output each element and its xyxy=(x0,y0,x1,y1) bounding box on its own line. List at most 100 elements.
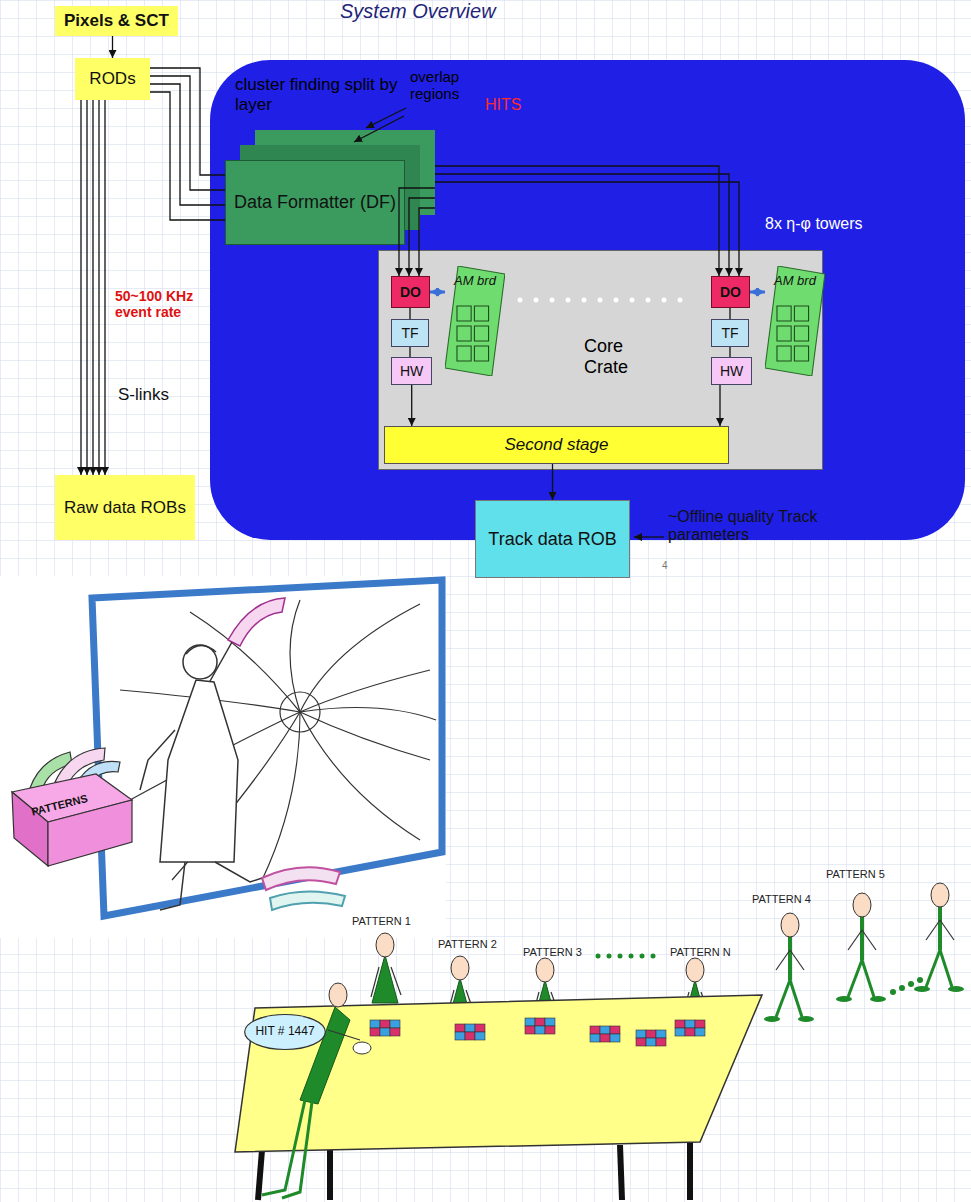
hit-paper xyxy=(353,1042,371,1054)
am-chip xyxy=(794,326,808,341)
figure-stroke xyxy=(862,960,874,997)
am-chip xyxy=(474,306,488,321)
pattern-card xyxy=(600,1026,610,1034)
pattern-card xyxy=(545,1026,555,1034)
pattern-card xyxy=(590,1034,600,1042)
leader-arrows xyxy=(354,108,664,537)
am-chip xyxy=(474,326,488,341)
hw-box: HW xyxy=(711,357,752,385)
pattern-card xyxy=(370,1020,380,1028)
pattern-card xyxy=(465,1024,475,1032)
connector xyxy=(81,100,105,475)
figure-stroke xyxy=(870,996,886,1002)
do-box: DO xyxy=(391,276,430,308)
figure-stroke xyxy=(914,986,930,992)
figure-stroke xyxy=(788,937,792,980)
pattern-card xyxy=(535,1026,545,1034)
speech-bubble: HIT # 1447 xyxy=(243,1013,327,1051)
pattern-card xyxy=(646,1030,656,1038)
table-leg xyxy=(687,1140,693,1200)
node-text: AM brd xyxy=(771,274,819,289)
person-head xyxy=(376,933,394,957)
pattern-card xyxy=(545,1018,555,1026)
tf-box: TF xyxy=(711,319,749,347)
connector-line xyxy=(112,36,113,58)
pattern-card xyxy=(525,1018,535,1026)
ellipsis-dots xyxy=(596,954,601,959)
connector-line xyxy=(409,198,435,276)
pattern-label: PATTERN 1 xyxy=(352,915,432,928)
figure-stroke xyxy=(836,996,852,1002)
figure-stroke xyxy=(938,907,942,950)
figure-stroke xyxy=(862,930,876,950)
pattern-card xyxy=(370,1028,380,1036)
connector-line xyxy=(435,174,729,276)
annotation-label: 4 xyxy=(662,560,682,572)
ellipsis-dots xyxy=(607,954,612,959)
connector xyxy=(410,347,411,357)
annotation-label: 50~100 KHz event rate xyxy=(115,288,195,320)
pattern-card xyxy=(390,1020,400,1028)
connector-line xyxy=(150,76,225,190)
connector-line xyxy=(399,188,435,276)
pattern-card xyxy=(685,1020,695,1028)
table-leg xyxy=(620,1145,622,1200)
figure-stroke xyxy=(391,967,401,995)
figure-stroke xyxy=(940,920,954,940)
node-text: HITS xyxy=(485,96,545,114)
slide-title: System Overview xyxy=(340,0,496,23)
detector-box: Pixels & SCT xyxy=(55,6,178,36)
pattern-card xyxy=(675,1028,685,1036)
pattern-card xyxy=(695,1020,705,1028)
am-chip xyxy=(777,326,791,341)
pattern-card xyxy=(455,1032,465,1040)
person-head xyxy=(329,983,347,1007)
people-figures xyxy=(235,883,964,1200)
am-chip xyxy=(457,346,471,361)
node-text: RODs xyxy=(86,69,138,89)
pattern-card xyxy=(475,1024,485,1032)
node-text: cluster finding split by layer xyxy=(235,75,400,114)
node-text: Data Formatter (DF) xyxy=(231,192,399,213)
pattern-label: PATTERN 5 xyxy=(826,868,906,881)
pattern-card xyxy=(525,1026,535,1034)
am-board: AM brd xyxy=(765,266,825,376)
am-chip xyxy=(457,306,471,321)
connector-line xyxy=(419,208,435,276)
connector-line xyxy=(729,347,730,357)
am-board: AM brd xyxy=(445,266,505,376)
rod-box: RODs xyxy=(75,58,150,100)
track-rob-box: Track data ROB xyxy=(475,500,630,578)
screen-figure xyxy=(92,580,442,916)
figure-stroke xyxy=(776,980,790,1017)
pattern-card xyxy=(610,1034,620,1042)
ellipsis-dots xyxy=(651,954,656,959)
connector-line xyxy=(552,464,553,500)
node-text: TF xyxy=(718,325,741,341)
connector xyxy=(750,292,765,293)
connector-line xyxy=(150,84,225,205)
connector xyxy=(720,385,721,426)
data-box: Raw data ROBs xyxy=(55,475,195,540)
figure-stroke xyxy=(940,950,952,987)
figure-stroke xyxy=(764,1016,780,1022)
person-body xyxy=(372,955,398,1003)
figure-stroke xyxy=(790,980,802,1017)
pattern-label: PATTERN 3 xyxy=(523,946,603,959)
node-text: 8x η-φ towers xyxy=(765,215,965,233)
pattern-card xyxy=(636,1038,646,1046)
am-chip xyxy=(457,326,471,341)
connector xyxy=(552,464,553,500)
ellipsis-dots xyxy=(908,981,914,987)
figure-stroke xyxy=(860,917,864,960)
connector xyxy=(399,188,435,276)
ellipsis-dots xyxy=(917,977,923,983)
am-chip xyxy=(777,346,791,361)
connector xyxy=(430,292,445,293)
patterns-box xyxy=(12,748,132,866)
table-leg xyxy=(258,1150,262,1200)
am-chip xyxy=(794,306,808,321)
pattern-card xyxy=(590,1026,600,1034)
table-leg xyxy=(327,1150,333,1200)
annotation-label: S-links xyxy=(118,385,198,405)
